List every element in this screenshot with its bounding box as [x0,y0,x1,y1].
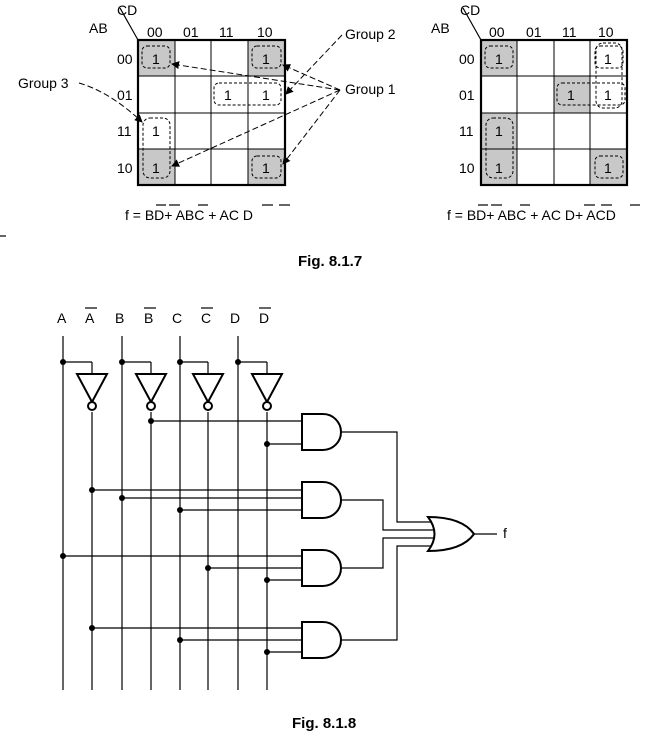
col-var-label: CD [117,2,137,18]
group-arrow [282,64,341,91]
group-loop [141,45,171,69]
kmap-right: CD AB 00 01 11 10 00 01 11 10 1 1 1 1 1 … [431,2,640,223]
input-label: B [115,310,124,326]
kmap-one: 1 [262,87,270,103]
not-gate [134,373,168,411]
kmap-one: 1 [262,160,270,176]
col-label: 10 [257,24,273,40]
group-arrow [282,89,341,165]
col-label: 00 [147,24,163,40]
row-label: 00 [117,51,133,67]
and-gate [301,481,342,519]
input-label: B [144,310,153,326]
input-label: A [85,310,95,326]
kmap-left: CD AB 00 01 11 10 00 01 11 10 1 1 1 1 1 … [18,2,396,223]
or-gate [425,515,476,553]
not-gate [75,373,109,411]
kmap-one: 1 [224,87,232,103]
logic-circuit: A A B B C C D D [57,307,507,690]
group-2-label: Group 2 [345,26,396,42]
not-gate [191,373,225,411]
group-loop [595,42,623,109]
row-var-label: AB [431,20,450,36]
group-loop [142,117,171,179]
fig1-caption: Fig. 8.1.7 [298,253,362,270]
col-label: 00 [489,24,505,40]
kmap-diagonal [462,7,482,41]
group-loop [251,45,282,69]
and-gate [301,621,342,659]
not-gate [250,373,284,411]
shade-cell [138,149,175,185]
kmap-one: 1 [152,123,160,139]
group-loop [594,155,624,179]
row-var-label: AB [89,20,108,36]
junction-dots [60,359,270,655]
group-arrow [171,61,341,91]
and-gate [301,549,342,587]
kmap-one: 1 [495,160,503,176]
kmap-one: 1 [495,51,503,67]
row-label: 10 [117,160,133,176]
kmap-diagonal [119,7,139,41]
kmap-one: 1 [567,87,575,103]
and-gate [301,413,342,451]
input-label: D [259,310,269,326]
row-label: 00 [459,51,475,67]
kmap-one: 1 [604,87,612,103]
group-loop [251,155,282,179]
group-3-label: Group 3 [18,75,69,91]
shade-cell [138,40,175,76]
group-loop [484,45,514,69]
kmap-one: 1 [262,51,270,67]
input-label: C [172,310,182,326]
row-label: 01 [117,87,133,103]
group-arrow [285,34,343,95]
col-label: 01 [183,24,199,40]
formula-right: f = BD+ ABC + AC D+ ACD [447,207,616,223]
kmap-one: 1 [604,160,612,176]
input-label: D [230,310,240,326]
group-loop [485,117,514,179]
output-label: f [503,525,507,541]
col-label: 01 [526,24,542,40]
col-var-label: CD [460,2,480,18]
col-label: 10 [598,24,614,40]
row-label: 11 [117,123,132,139]
col-label: 11 [562,24,577,40]
group-arrow [78,82,143,123]
col-label: 11 [219,24,234,40]
group-loop [213,82,282,106]
row-label: 01 [459,87,475,103]
group-arrow [171,89,341,167]
shade-cell [248,40,285,76]
group-loop [594,45,624,69]
kmap-one: 1 [495,123,503,139]
kmap-one: 1 [152,160,160,176]
kmap-one: 1 [604,51,612,67]
shade-cell [248,149,285,185]
input-label: A [57,310,67,326]
fig2-caption: Fig. 8.1.8 [292,715,356,732]
row-label: 11 [459,123,474,139]
group-loop [556,82,626,106]
group-1-label: Group 1 [345,81,396,97]
formula-left: f = BD+ ABC + AC D [125,207,253,223]
kmap-one: 1 [152,51,160,67]
input-label: C [201,310,211,326]
row-label: 10 [459,160,475,176]
